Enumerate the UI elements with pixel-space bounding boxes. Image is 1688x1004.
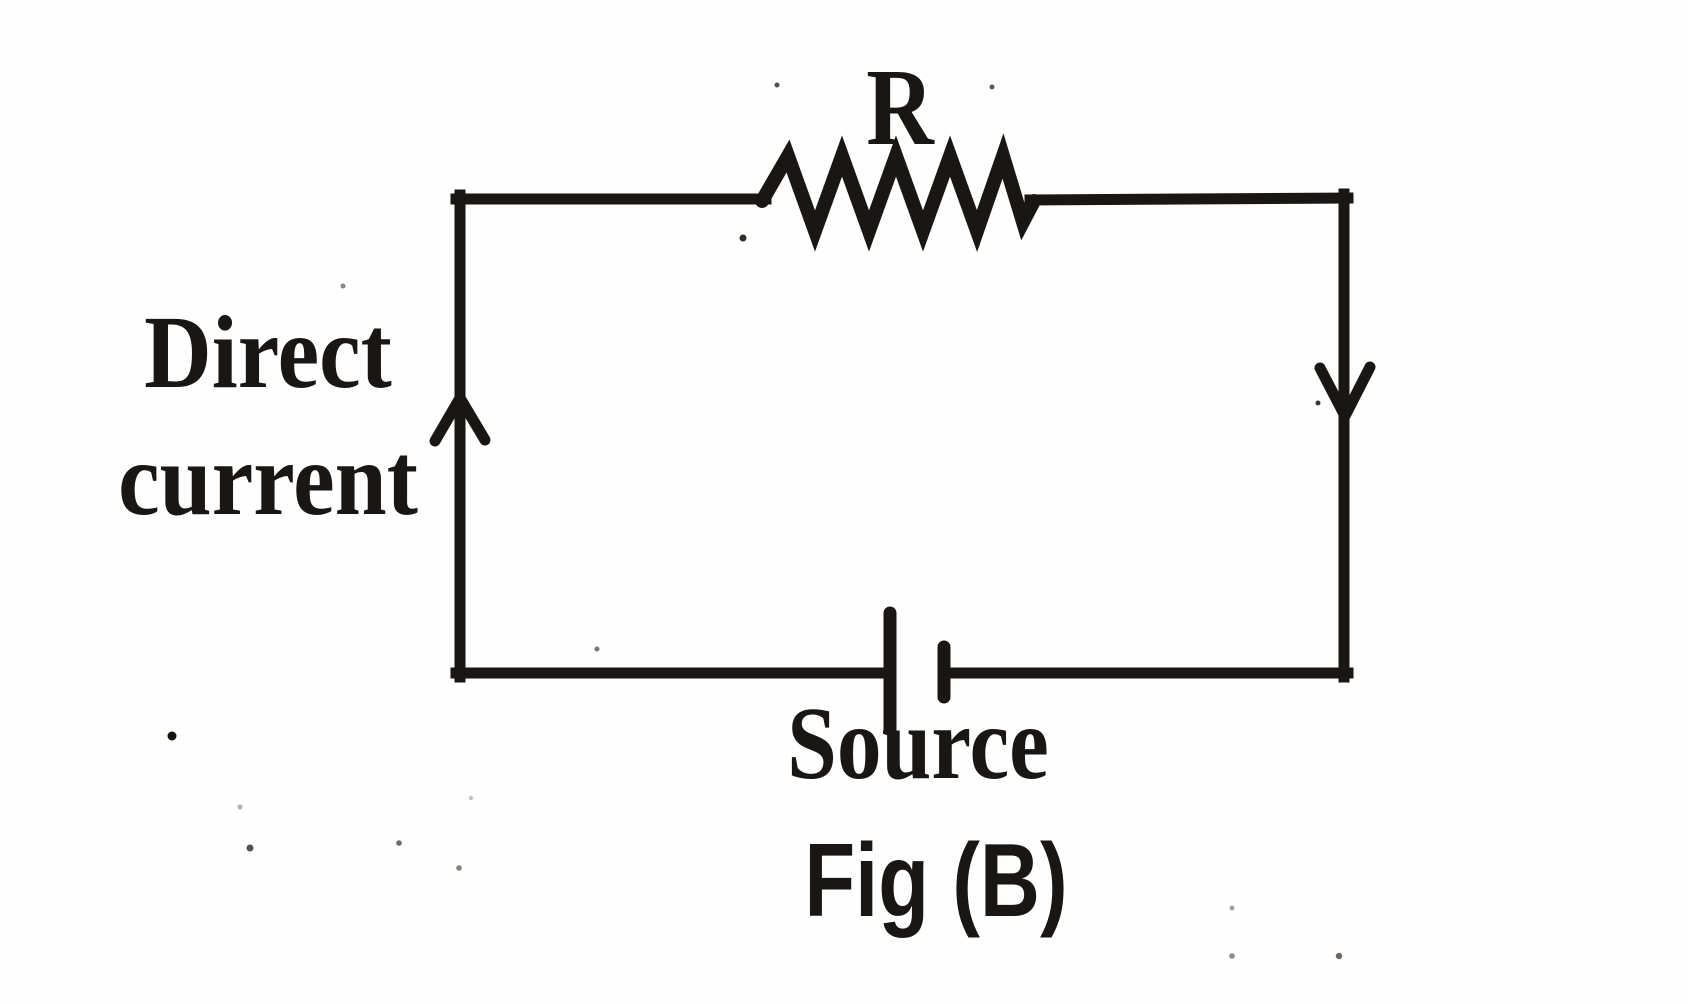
battery-icon: [883, 606, 951, 736]
resistor-label: R: [866, 46, 934, 168]
resistor-icon: [755, 133, 1041, 253]
direct-current-label: Direct current: [106, 289, 430, 543]
top-wire-right-segment: [1024, 192, 1354, 206]
down-arrow-icon: [1314, 361, 1376, 422]
up-arrow-icon: [429, 392, 491, 447]
direct-current-line1: Direct: [144, 295, 392, 410]
figure-caption: Fig (B): [804, 823, 1068, 939]
direct-current-line2: current: [118, 422, 418, 537]
source-label: Source: [787, 686, 1049, 801]
paper-specks: [167, 82, 1343, 960]
circuit-wires: [450, 188, 1354, 683]
